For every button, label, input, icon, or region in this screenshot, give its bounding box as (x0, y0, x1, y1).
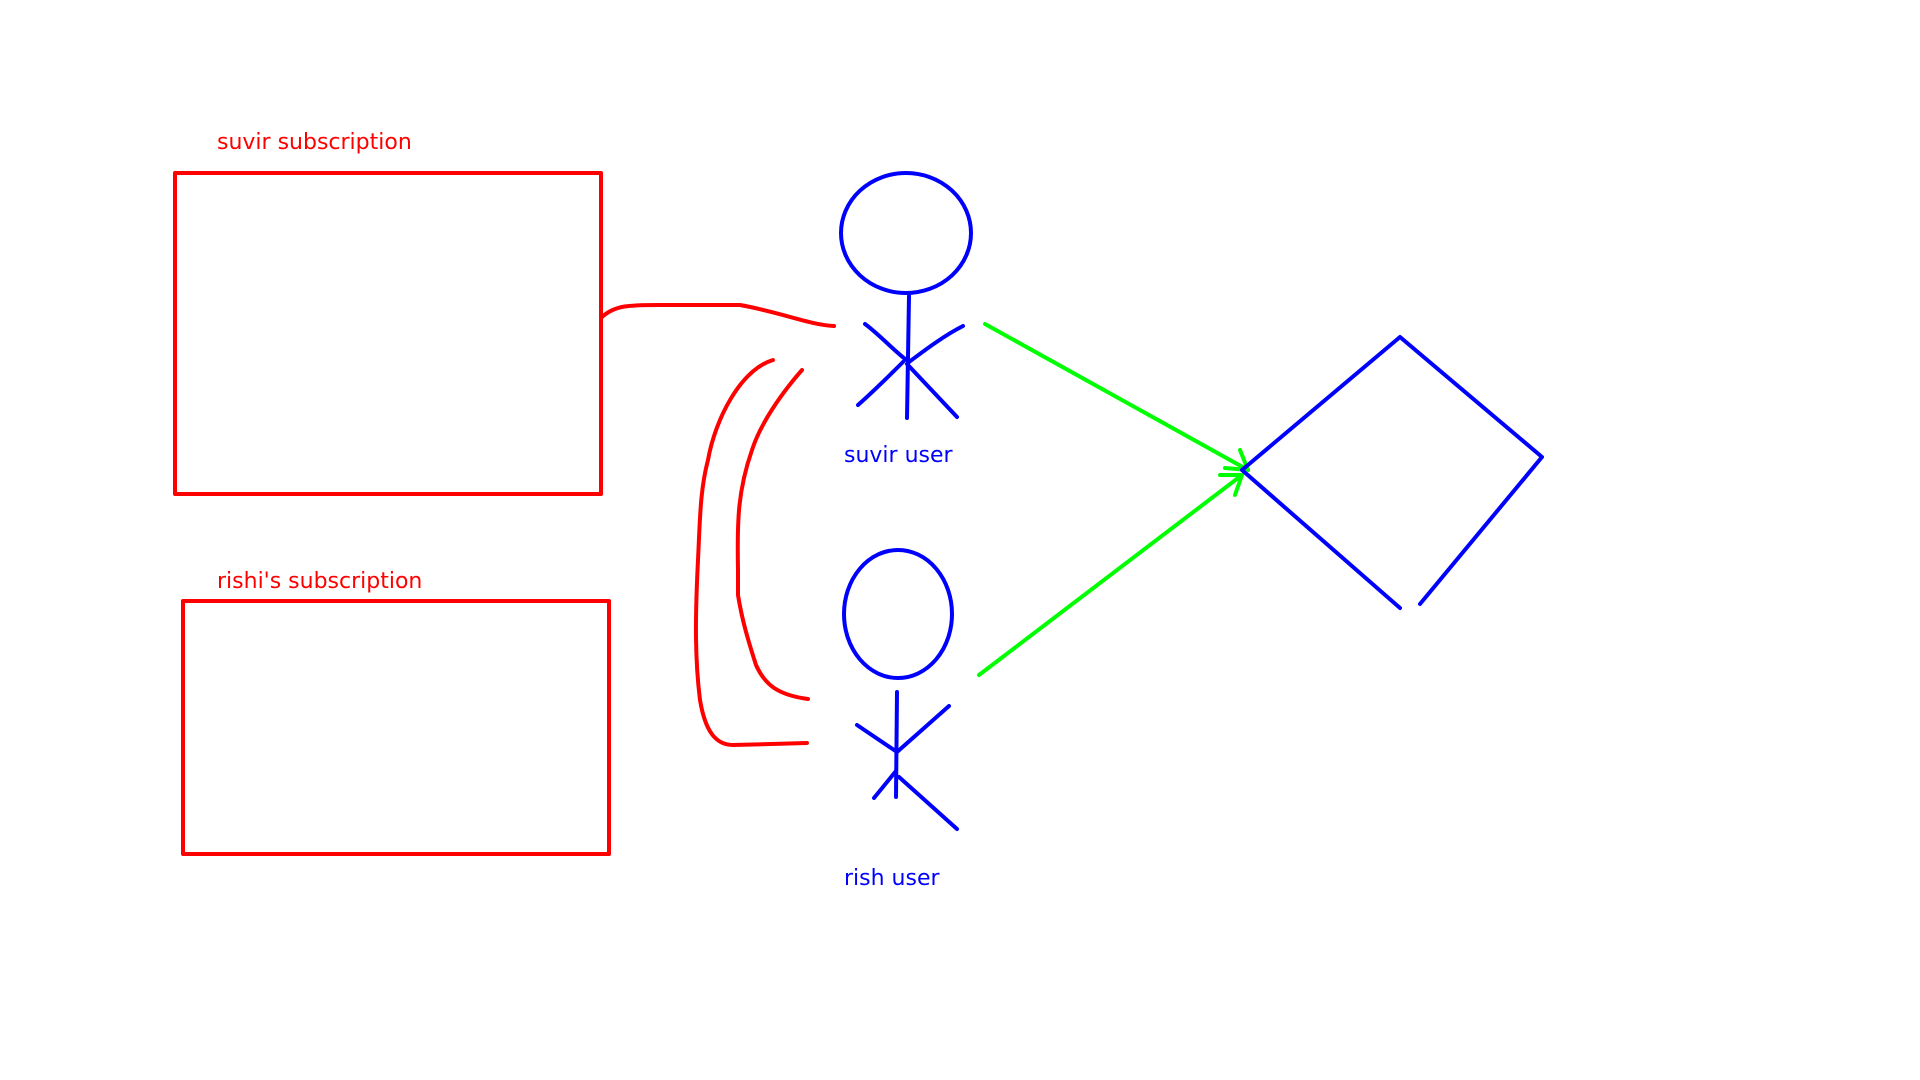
rishi-subscription-label: rishi's subscription (217, 569, 422, 594)
suvir-user-arrow-line (983, 322, 1250, 472)
rish-user-head (842, 548, 954, 680)
suvir-subscription-link (600, 303, 836, 328)
suvir-user-head (839, 171, 973, 295)
rish-user-arms (855, 704, 951, 754)
suvir-user-figure (839, 171, 973, 420)
rish-user-arrow (977, 473, 1244, 677)
suvir-user-arrow (983, 322, 1250, 472)
rish-user-figure (842, 548, 959, 831)
rish-user-body (894, 690, 899, 799)
rish-subscription-link-inner (735, 368, 810, 701)
suvir-subscription-label: suvir subscription (217, 130, 412, 155)
suvir-user-arms (863, 322, 965, 364)
rish-user-legs (872, 769, 959, 831)
rish-user-arrow-line (977, 473, 1244, 677)
rish-user-label: rish user (844, 866, 940, 891)
rish-subscription-link-outer (693, 358, 809, 747)
suvir-user-arrow-head (1223, 448, 1250, 472)
suvir-subscription-box (173, 171, 603, 496)
rish-user-arrow-head (1218, 473, 1244, 497)
rishi-subscription-box (181, 599, 611, 856)
suvir-user-label: suvir user (844, 443, 954, 468)
suvir-user-body (905, 294, 911, 420)
suvir-user-legs (856, 360, 959, 419)
target-diamond-shape (1240, 335, 1544, 610)
